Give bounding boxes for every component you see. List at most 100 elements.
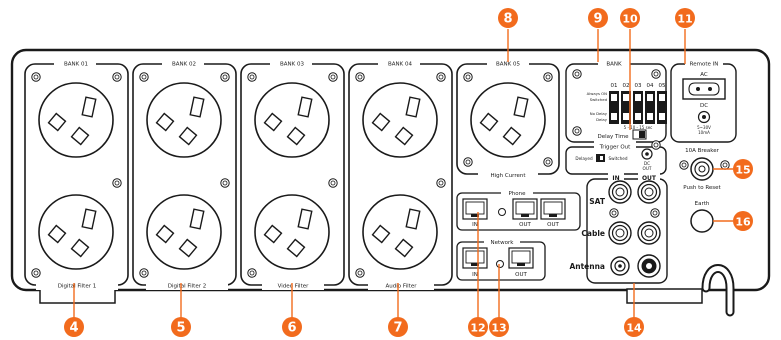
callout-9: 9 [588,8,608,28]
coax-row-sat: SAT [589,197,606,206]
bank-04-footer: Audio Filter [385,284,417,290]
network-title: Network [491,240,515,246]
coax-row-antenna: Antenna [569,262,605,271]
network-in-port[interactable] [462,247,488,269]
remote-dc-jack[interactable] [697,110,711,124]
bank-04-title: BANK 04 [388,62,413,68]
breaker-screw-right [720,160,730,170]
breaker-reset-button[interactable] [690,157,714,181]
delay-time-selector[interactable] [632,129,647,140]
delay-panel-title: BANK [606,62,622,68]
earth-terminal[interactable] [690,209,714,233]
svg-text:16: 16 [735,216,751,229]
svg-text:9: 9 [593,12,602,27]
antenna-out-port[interactable] [637,254,661,278]
bank-01-title: BANK 01 [64,62,88,68]
svg-text:12: 12 [470,322,485,335]
bank-03-panel [240,63,345,286]
bank-05-footer: High Current [490,173,526,179]
coax-screw-left [609,208,619,218]
delay-col-03: 03 [635,83,642,89]
svg-text:14: 14 [626,322,642,335]
bank-01-panel [24,63,129,286]
bank-04-panel [348,63,453,286]
breaker-screw-left [679,160,689,170]
dip-switch-bank[interactable] [609,91,667,124]
svg-text:11: 11 [677,13,692,26]
earth-title: Earth [695,201,710,207]
callout-5: 5 [171,317,191,337]
delay-col-04: 04 [647,83,654,89]
network-port-in-label: IN [472,272,478,278]
callout-8: 8 [498,8,518,28]
phone-out-port-2[interactable] [540,198,566,220]
trigger-screw [651,140,661,150]
coax-in-header: IN [612,175,619,182]
phone-in-port[interactable] [462,198,488,220]
callout-12: 12 [468,317,488,337]
phone-port-out-label-2: OUT [547,222,559,228]
callout-15: 15 [733,159,753,179]
delay-col-01: 01 [611,83,618,89]
bank-05-panel [456,63,560,175]
bank-02-title: BANK 02 [172,62,196,68]
right-foot [626,288,703,304]
bank-02-panel [132,63,237,286]
callout-13: 13 [489,317,509,337]
delay-time-label: Delay Time [598,134,630,140]
bank-03-title: BANK 03 [280,62,305,68]
dc-spec-current: 10mA [698,130,710,135]
network-port-out-label: OUT [515,272,527,278]
delay-timing-label: 5 - 10 - 15 sec [624,125,653,130]
callout-16: 16 [733,211,753,231]
callout-14: 14 [624,317,644,337]
phone-ground-screw [498,208,506,216]
dc-out-jack[interactable] [641,148,653,160]
svg-text:4: 4 [69,321,78,336]
phone-out-port-1[interactable] [512,198,538,220]
callout-4: 4 [64,317,84,337]
cable-in-port[interactable] [608,221,632,245]
callout-11: 11 [675,8,695,28]
network-ground-screw [496,260,504,268]
dc-spec-voltage: 5~30V [697,125,711,130]
network-out-port[interactable] [508,247,534,269]
coax-row-cable: Cable [581,229,605,238]
bank-02-footer: Digital Filter 2 [168,284,206,290]
switched-label: Switched [590,97,608,102]
dc-out-label-1: DC [644,161,650,166]
callout-6: 6 [282,317,302,337]
remote-dc-label: DC [700,103,708,109]
trigger-mode-switch[interactable] [596,154,605,162]
sat-in-port[interactable] [608,180,632,204]
delay-label: Delay [596,117,608,122]
bank-03-footer: Video Filter [278,284,310,290]
remote-ac-inlet[interactable] [682,78,726,100]
coax-screw-right [650,208,660,218]
bank-01-footer: Digital Filter 1 [58,284,96,290]
svg-text:10: 10 [622,13,638,26]
callout-leader-lines [73,29,733,318]
breaker-footer: Push to Reset [683,185,721,191]
left-foot [39,288,116,304]
cable-out-port[interactable] [637,221,661,245]
phone-title: Phone [508,191,526,197]
phone-port-out-label-1: OUT [519,222,531,228]
svg-text:13: 13 [491,322,506,335]
antenna-in-port[interactable] [610,256,630,276]
remote-in-title: Remote IN [690,62,719,68]
remote-ac-label: AC [700,72,708,78]
svg-text:8: 8 [503,12,512,27]
callout-7: 7 [388,317,408,337]
phone-port-in-label: IN [472,222,478,228]
sat-out-port[interactable] [637,180,661,204]
trigger-out-title: Trigger Out [599,145,632,151]
breaker-title: 10A Breaker [685,148,720,154]
bank-05-title: BANK 05 [496,62,521,68]
dc-out-label-2: OUT [643,166,652,171]
callout-10: 10 [620,8,640,28]
svg-text:7: 7 [393,321,402,336]
svg-text:6: 6 [287,321,296,336]
